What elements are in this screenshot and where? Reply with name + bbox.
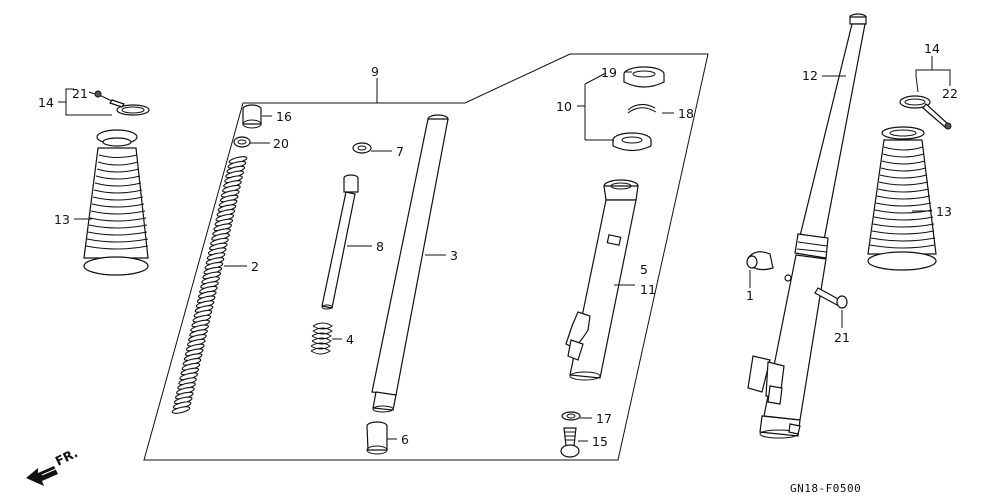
bracket-bolt <box>814 287 848 309</box>
rebound-spring <box>310 322 333 355</box>
front-direction-arrow <box>26 462 59 486</box>
diagram-code: GN18-F0500 <box>790 482 861 495</box>
left-fork-boot <box>83 129 149 276</box>
assembly-group-outline <box>143 53 709 461</box>
spring-coil <box>171 406 191 414</box>
fork-pipe <box>371 114 449 413</box>
right-boot-clamp <box>899 95 952 130</box>
callout-4: 4 <box>346 332 354 347</box>
callout-13-right: 13 <box>936 204 952 219</box>
callout-5: 5 <box>640 262 648 277</box>
assembled-fork <box>747 13 867 439</box>
left-boot-clamp <box>94 90 150 116</box>
callout-18: 18 <box>678 106 694 121</box>
snap-ring <box>627 104 657 114</box>
callout-14-left: 14 <box>38 95 54 110</box>
sealing-washer <box>561 411 581 421</box>
o-ring-20 <box>233 136 251 148</box>
callout-22: 21 <box>834 330 850 345</box>
callout-11: 11 <box>640 282 656 297</box>
front-direction-label: FR. <box>53 445 80 469</box>
fork-bracket <box>746 251 792 282</box>
fork-bolt-cap <box>242 104 262 129</box>
fork-spring <box>171 156 248 414</box>
callout-8: 8 <box>376 239 384 254</box>
leader-lines <box>58 56 951 442</box>
callout-12: 12 <box>802 68 818 83</box>
callout-15: 15 <box>592 434 608 449</box>
oil-seal <box>612 132 652 152</box>
callout-labels: 14 21 13 9 16 20 7 8 3 2 4 6 10 19 18 5 … <box>38 41 958 449</box>
callout-9: 9 <box>371 64 379 79</box>
right-fork-boot <box>867 126 937 271</box>
oil-lock-piece <box>366 421 388 455</box>
callout-1: 1 <box>746 288 754 303</box>
callout-21-right: 22 <box>942 86 958 101</box>
callout-16: 16 <box>276 109 292 124</box>
fork-slider <box>565 179 639 381</box>
callout-10: 10 <box>556 99 572 114</box>
callout-7: 7 <box>396 144 404 159</box>
callout-20: 20 <box>273 136 289 151</box>
socket-bolt <box>560 427 580 458</box>
callout-14-right: 14 <box>924 41 940 56</box>
callout-17: 17 <box>596 411 612 426</box>
fork-piston-rod <box>321 174 359 310</box>
callout-21-left: 21 <box>72 86 88 101</box>
piston-ring <box>352 142 372 154</box>
callout-3: 3 <box>450 248 458 263</box>
callout-13-left: 13 <box>54 212 70 227</box>
dust-seal <box>623 66 665 88</box>
callout-19: 19 <box>601 65 617 80</box>
callout-2: 2 <box>251 259 259 274</box>
callout-6: 6 <box>401 432 409 447</box>
